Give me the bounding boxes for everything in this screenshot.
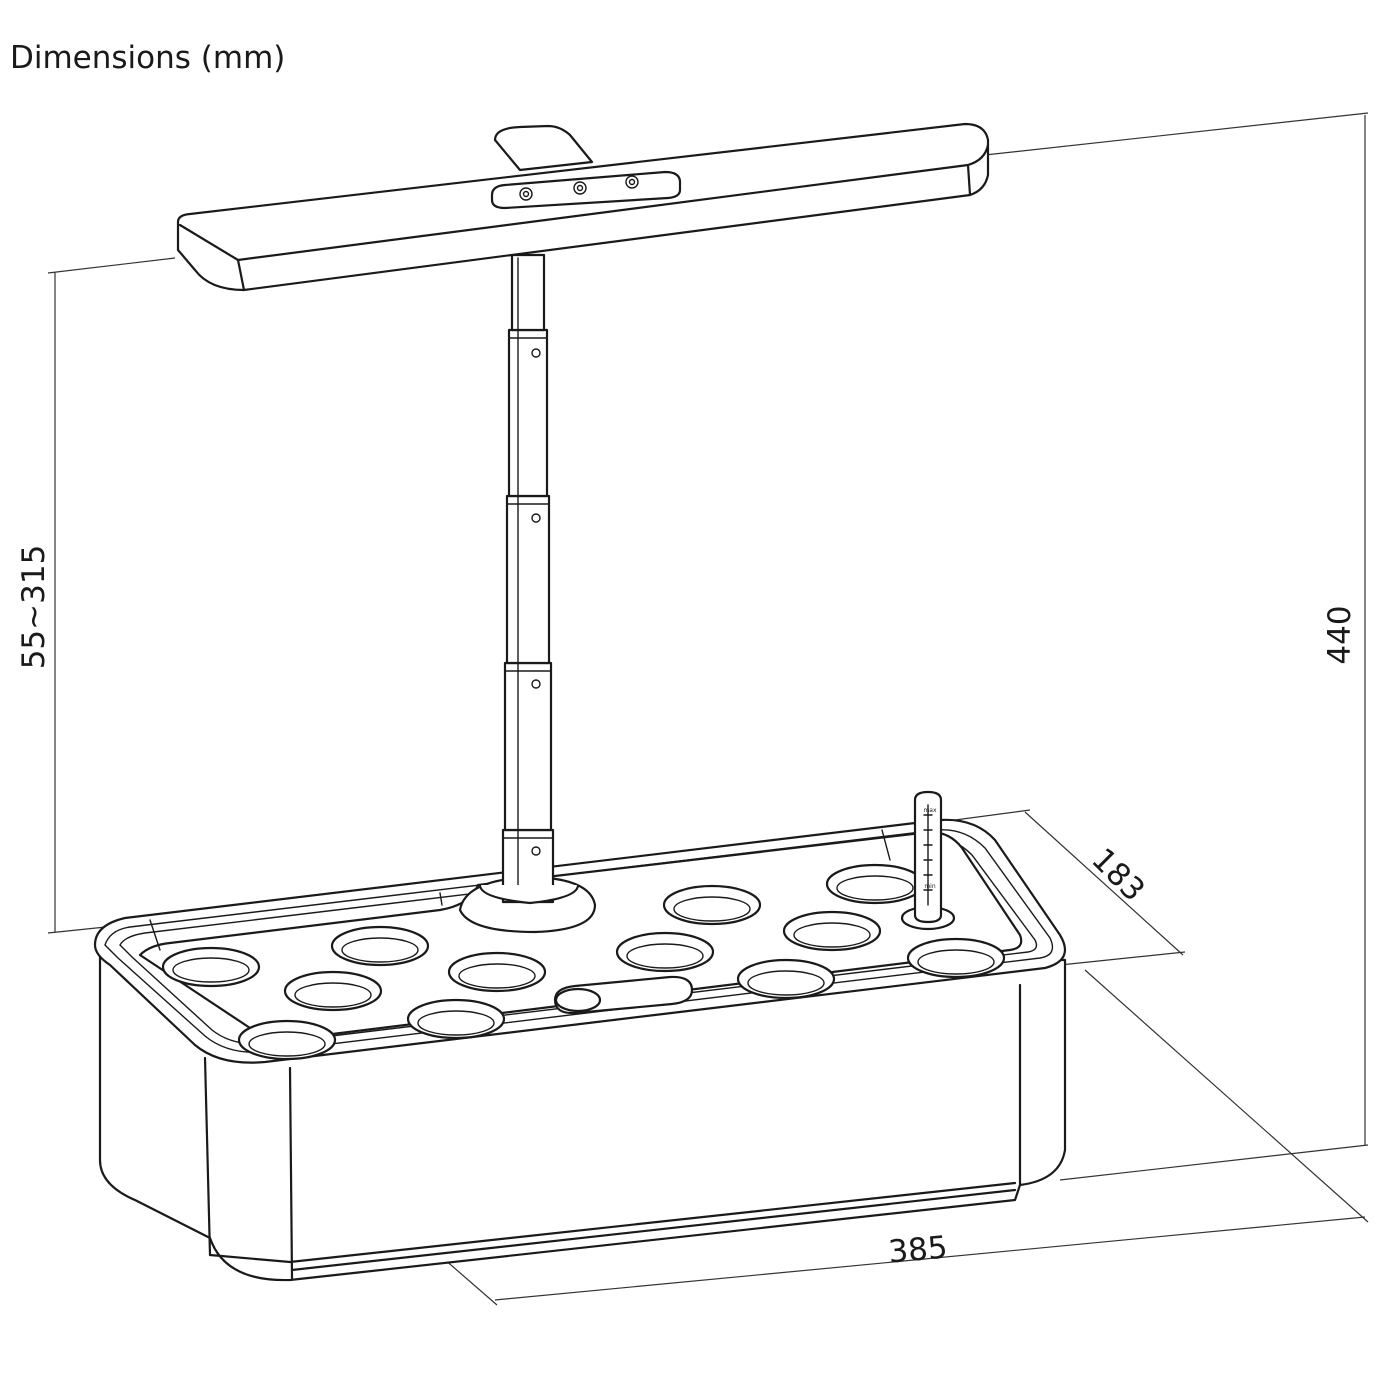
pole-segment-top [510, 253, 546, 332]
mode-button[interactable] [573, 181, 587, 195]
pole-segment-2 [503, 661, 553, 832]
base-rim-inner [104, 829, 1054, 1054]
pod-11 [736, 958, 836, 1000]
plant-pods [161, 863, 1006, 1061]
depth-label: 183 [1084, 841, 1151, 908]
gauge-max-label: max [923, 807, 937, 814]
base-front-left-edge-2 [288, 1066, 294, 1280]
pole-base-ring [478, 884, 580, 905]
depth-dimension-line [1024, 811, 1184, 956]
base-bottom-band-2 [290, 1188, 1017, 1272]
pod-4 [447, 951, 547, 993]
deck-seam-right [881, 829, 891, 861]
total-height-label: 440 [1322, 605, 1358, 664]
pole-segment-4 [507, 328, 549, 498]
lamp-height-extension-top [47, 257, 176, 274]
base-bottom-band [208, 1181, 1017, 1264]
pole-segment-3 [505, 494, 551, 665]
lamp-bar [176, 122, 990, 292]
lamp-connector [493, 124, 594, 172]
base-front-left-edge [203, 1056, 212, 1257]
pod-12 [906, 937, 1006, 979]
height-extension-top [984, 112, 1369, 156]
width-extension-right [1084, 969, 1369, 1223]
pod-10 [782, 910, 882, 952]
deck-seam-mid [439, 892, 443, 906]
pod-5 [237, 1019, 337, 1061]
pod-6 [406, 998, 506, 1040]
gauge-min-label: min [924, 883, 936, 890]
pod-1 [161, 946, 261, 988]
pod-3 [283, 970, 383, 1012]
lamp-head [176, 122, 990, 292]
page-title: Dimensions (mm) [10, 40, 286, 76]
water-level-gauge: max min [900, 790, 956, 931]
pod-8 [615, 931, 715, 973]
width-label: 385 [887, 1229, 949, 1270]
telescopic-pole [478, 253, 580, 905]
depth-extension-bottom [1059, 951, 1186, 966]
water-inlet-cap [554, 987, 602, 1013]
pod-9 [825, 863, 925, 905]
pod-2 [330, 925, 430, 967]
pod-7 [662, 884, 762, 926]
lamp-height-label: 55~315 [16, 545, 52, 670]
height-extension-bottom [1059, 1144, 1369, 1181]
power-button[interactable] [519, 187, 533, 201]
width-dimension-line [494, 1216, 1366, 1301]
timer-button[interactable] [625, 175, 639, 189]
deck-seam-left [149, 919, 161, 951]
